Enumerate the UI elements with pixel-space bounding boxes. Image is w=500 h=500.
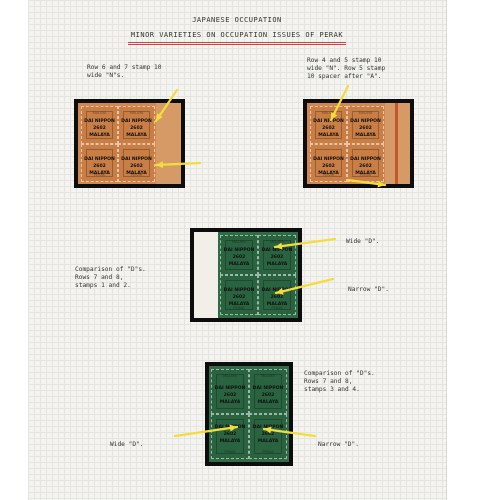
arrow-head [276,287,284,295]
stamp-sheet: MALAYA DAI NIPPON 2602 MALAYA MALAYA DAI… [307,103,410,184]
stamp-block-top-right: MALAYA DAI NIPPON 2602 MALAYA MALAYA DAI… [303,99,414,188]
arrow-group [154,84,387,438]
stamp: DAI NIPPON 2602 MALAYA PERAK [249,414,287,459]
stamp: DAI NIPPON 2602 MALAYA PERAK [220,275,258,315]
stamp-block-top-left: MALAYA DAI NIPPON 2602 MALAYA MALAYA DAI… [74,99,185,188]
arrow-shaft [262,427,317,438]
arrow-head [156,113,163,121]
note-top-left: Row 6 and 7 stamp 10 wide "N"s. [87,64,162,79]
title-rule [128,44,346,45]
page-title: JAPANESE OCCUPATION [192,16,282,24]
stamp: DAI NIPPON 2602 MALAYA PERAK [347,144,384,182]
note-mid-wide: Wide "D". [346,238,380,245]
arrow-head [377,180,385,188]
stamp: DAI NIPPON 2602 MALAYA PERAK [310,144,347,182]
stamp: DAI NIPPON 2602 MALAYA PERAK [118,144,155,182]
stamp: MALAYA DAI NIPPON 2602 MALAYA [347,106,384,144]
stamp: MALAYA DAI NIPPON 2602 MALAYA [310,106,347,144]
page-subtitle: MINOR VARIETIES ON OCCUPATION ISSUES OF … [130,31,344,39]
arrow-shaft [154,161,202,167]
note-bot-narrow: Narrow "D". [318,441,359,448]
note-mid-compare: Comparison of "D"s. Rows 7 and 8, stamps… [75,266,146,289]
stamp-sheet: MALAYA DAI NIPPON 2602 MALAYA MALAYA DAI… [209,366,289,462]
arrow-head [331,112,338,120]
stamp: DAI NIPPON 2602 MALAYA PERAK [81,144,118,182]
arrow-shaft [274,277,335,295]
stamp: DAI NIPPON 2602 MALAYA PERAK [258,275,296,315]
arrow-head [156,161,164,169]
arrow-head [275,242,283,250]
note-bot-wide: Wide "D". [110,441,144,448]
stamp: MALAYA DAI NIPPON 2602 MALAYA [81,106,118,144]
stamp: MALAYA DAI NIPPON 2602 MALAYA [258,235,296,275]
note-bot-compare: Comparison of "D"s. Rows 7 and 8, stamps… [304,370,375,393]
sheet-margin-stripe [395,103,398,184]
stamp: MALAYA DAI NIPPON 2602 MALAYA [249,369,287,414]
stamp-sheet: MALAYA DAI NIPPON 2602 MALAYA MALAYA DAI… [78,103,181,184]
note-top-right: Row 4 and 5 stamp 10 wide "N". Row 5 sta… [307,57,386,80]
stamp: MALAYA DAI NIPPON 2602 MALAYA [118,106,155,144]
arrow-head [264,426,272,434]
title-rule [128,42,346,43]
stamp: MALAYA DAI NIPPON 2602 MALAYA [220,235,258,275]
stamp-block-bottom: MALAYA DAI NIPPON 2602 MALAYA MALAYA DAI… [205,362,293,466]
arrow-shaft [273,237,337,249]
stamp: MALAYA DAI NIPPON 2602 MALAYA [211,369,249,414]
arrow-head [229,424,237,432]
note-mid-narrow: Narrow "D". [348,286,389,293]
arrow-shaft [173,425,239,438]
sheet-margin [194,232,218,318]
